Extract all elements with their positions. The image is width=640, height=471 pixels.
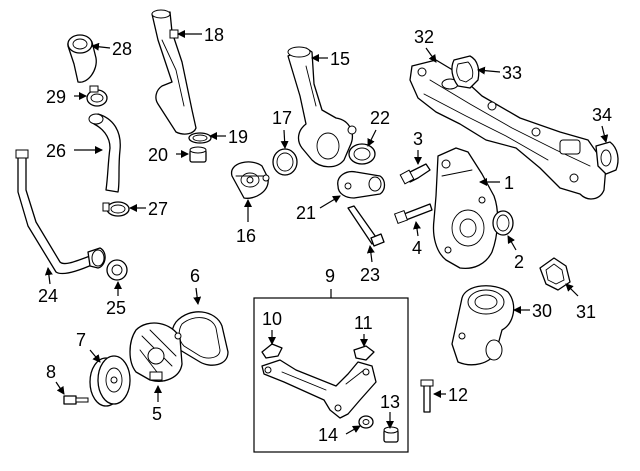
callout-9: 9 (325, 266, 335, 286)
part-12-bolt (420, 379, 434, 413)
part-7-pulley (89, 355, 131, 407)
callout-16: 16 (236, 226, 256, 246)
callout-11: 11 (354, 313, 373, 333)
callout-21: 21 (296, 203, 316, 223)
part-2-o-ring (492, 210, 514, 236)
leader-lines (44, 30, 609, 435)
callout-4: 4 (412, 238, 422, 258)
callout-13: 13 (380, 392, 400, 412)
part-27-hose-clamp (102, 201, 130, 217)
callout-2: 2 (514, 252, 524, 272)
callout-23: 23 (360, 265, 380, 285)
part-34-gasket (595, 141, 619, 175)
callout-1: 1 (504, 173, 514, 193)
callout-14: 14 (318, 425, 338, 445)
callout-labels: 28 18 15 29 19 20 26 27 17 22 16 21 23 3… (38, 25, 612, 445)
callout-7: 7 (76, 330, 86, 350)
callout-19: 19 (228, 127, 248, 147)
part-22-gasket (348, 143, 376, 165)
part-28-hose-elbow (67, 34, 97, 83)
part-9-box (253, 289, 409, 453)
callout-3: 3 (413, 129, 423, 149)
part-3-bolt (399, 163, 431, 185)
callout-32: 32 (414, 27, 434, 47)
callout-25: 25 (106, 298, 126, 318)
callout-20: 20 (148, 145, 168, 165)
part-24-coolant-pipe (15, 149, 106, 275)
part-23-bolt (347, 205, 385, 247)
callout-31: 31 (576, 302, 596, 322)
part-1-housing (432, 147, 499, 270)
callout-18: 18 (204, 25, 224, 45)
part-10-gasket (261, 343, 283, 359)
callout-8: 8 (46, 362, 56, 382)
part-21-coolant-outlet (337, 170, 386, 199)
callout-5: 5 (152, 404, 162, 424)
part-32-manifold (409, 59, 607, 200)
part-15-thermostat-housing (287, 46, 357, 168)
callout-33: 33 (502, 63, 522, 83)
part-14-washer (358, 415, 374, 429)
part-29-hose-clamp (86, 85, 108, 107)
part-5-water-pump (129, 322, 183, 382)
callout-26: 26 (46, 141, 66, 161)
callout-29: 29 (46, 87, 66, 107)
callout-34: 34 (592, 105, 612, 125)
callout-30: 30 (532, 301, 552, 321)
callout-15: 15 (330, 49, 350, 69)
part-16-thermostat (231, 161, 270, 199)
callout-24: 24 (38, 286, 58, 306)
part-20-plug (189, 146, 207, 163)
part-13-plug (383, 426, 399, 443)
callout-12: 12 (448, 385, 468, 405)
part-31-gasket (539, 257, 571, 291)
part-19-o-ring (188, 132, 212, 144)
part-33-gasket (451, 55, 480, 89)
part-30-coolant-elbow (451, 285, 515, 366)
callout-27: 27 (148, 199, 168, 219)
part-4-bolt (393, 203, 433, 225)
callout-22: 22 (370, 108, 390, 128)
part-17-o-ring (272, 148, 298, 176)
callout-28: 28 (112, 39, 132, 59)
part-26-coolant-hose (88, 113, 121, 193)
part-11-gasket (353, 345, 375, 361)
callout-6: 6 (190, 266, 200, 286)
callout-17: 17 (272, 108, 292, 128)
callout-10: 10 (262, 309, 282, 329)
part-8-bolt (63, 395, 89, 405)
part-25-washer (106, 259, 128, 281)
part-18-coolant-pipe (151, 9, 197, 135)
bracket (261, 359, 377, 419)
